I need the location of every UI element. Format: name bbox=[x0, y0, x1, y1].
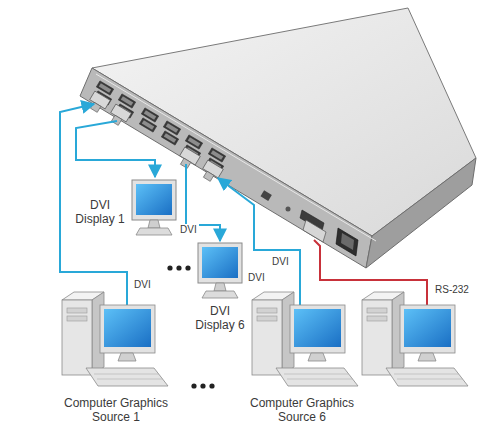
ellipsis-dot bbox=[176, 265, 181, 270]
drawing-part bbox=[161, 131, 178, 145]
cable-label: DVI bbox=[132, 279, 153, 291]
drawing-part bbox=[362, 292, 468, 386]
power-pins bbox=[341, 233, 354, 250]
caption-text: DVI Display 1 bbox=[69, 198, 131, 226]
ellipsis-dot bbox=[200, 383, 205, 388]
reset-button bbox=[286, 207, 291, 212]
dvi-cable bbox=[76, 121, 155, 177]
drawing-part bbox=[176, 147, 200, 171]
device-caption: Computer Graphics Source 6 bbox=[241, 396, 363, 424]
rack-side bbox=[366, 158, 476, 268]
dvi-cable bbox=[218, 178, 300, 305]
drawing-part bbox=[86, 91, 110, 115]
device-caption: DVI Display 1 bbox=[69, 198, 131, 226]
drawing-part bbox=[62, 292, 168, 386]
drawing-part bbox=[252, 292, 358, 386]
drawing-part bbox=[139, 118, 156, 132]
drawing-part bbox=[132, 180, 176, 235]
caption-text: DVI Display 6 bbox=[189, 304, 251, 332]
drawing-part bbox=[198, 243, 242, 298]
drawing-part bbox=[107, 104, 131, 128]
usb-port bbox=[261, 190, 272, 201]
ellipsis-dot bbox=[185, 265, 190, 270]
power-inlet bbox=[336, 228, 358, 256]
cable-label: DVI bbox=[178, 224, 199, 236]
cable-label: DVI bbox=[270, 256, 291, 268]
signal-label: RS-232 bbox=[433, 284, 471, 296]
device-caption: Computer Graphics Source 1 bbox=[55, 396, 177, 424]
cable-label: DVI bbox=[246, 272, 267, 284]
ellipsis-dot bbox=[209, 383, 214, 388]
ellipsis-dot bbox=[167, 265, 172, 270]
caption-text: Computer Graphics Source 1 bbox=[55, 396, 177, 424]
rack-edge-highlight bbox=[96, 74, 376, 241]
device-caption: DVI Display 6 bbox=[189, 304, 251, 332]
rack-rear-panel bbox=[80, 68, 372, 268]
caption-text: Computer Graphics Source 6 bbox=[241, 396, 363, 424]
ellipsis-dot bbox=[191, 383, 196, 388]
rs232-plug bbox=[303, 220, 326, 242]
